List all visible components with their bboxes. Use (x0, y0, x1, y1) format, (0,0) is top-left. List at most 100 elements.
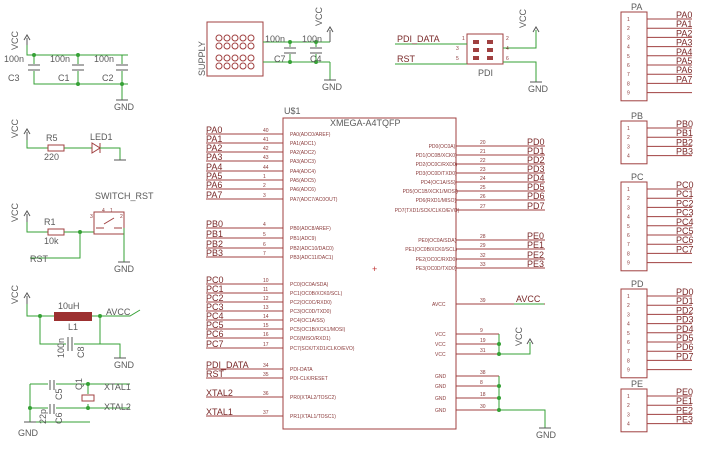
avcc-net-label: AVCC (106, 307, 131, 317)
pin-number: 3 (456, 46, 459, 52)
pin-function: PD0(OC0A) (429, 144, 456, 150)
net-label: XTAL2 (206, 388, 233, 398)
pin-function: PC5(OC1B/XCK1/MOSI) (290, 327, 346, 333)
pin-number: 28 (480, 234, 486, 240)
vcc-label: VCC (314, 6, 324, 26)
net-label: PA3 (206, 152, 222, 162)
crystal-ref: Q1 (74, 378, 84, 390)
cap-ref: C4 (310, 54, 322, 64)
pin-number: 6 (506, 56, 509, 62)
pin-number: 2 (120, 214, 123, 220)
net-label: PC1 (676, 189, 694, 199)
pin-number: 1 (462, 36, 465, 42)
pin-number: 31 (480, 348, 486, 354)
pin-function: PA5(ADC5) (290, 178, 316, 184)
led-ref: LED1 (90, 132, 113, 142)
pin-function: PD6(RXD1/MISO) (416, 198, 457, 204)
pin-function: PD5(OC1B/XCK1/MOSI) (403, 189, 459, 195)
pin-number: 1 (110, 208, 113, 214)
net-label: PE0 (527, 231, 544, 241)
net-label: PD2 (676, 305, 694, 315)
net-label: PA7 (676, 74, 692, 84)
rst-net-label: RST (30, 254, 49, 264)
net-label: PD4 (676, 324, 694, 334)
pin-number: 5 (627, 331, 630, 337)
net-label: PD3 (676, 315, 694, 325)
pin-number: 44 (263, 165, 269, 171)
pin-number: 4 (627, 322, 630, 328)
gnd-label: GND (114, 102, 135, 112)
net-label: PDI_DATA (206, 360, 249, 370)
pin-number: 29 (480, 243, 486, 249)
pin-number: 6 (263, 242, 266, 248)
origin-marker: + (372, 264, 377, 274)
inductor-ref: L1 (68, 322, 78, 332)
pin-function: PE0(OC0A/SDA) (418, 238, 456, 244)
inductor-value: 10uH (58, 301, 80, 311)
net-label: PB1 (676, 128, 693, 138)
pin-number: 9 (627, 91, 630, 97)
pin-number: 24 (480, 176, 486, 182)
net-label: PD1 (527, 146, 545, 156)
pin-number: 34 (263, 363, 269, 369)
net-label: PA0 (676, 10, 692, 20)
pin-number: 1 (263, 174, 266, 180)
pin-function: PA0(ADC0/AREF) (290, 132, 331, 138)
pin-function: PC1(OC0B/XCK0/SCL) (290, 291, 343, 297)
net-label: PC7 (206, 339, 224, 349)
net-label: PC7 (676, 244, 694, 254)
pin-number: 9 (627, 261, 630, 267)
net-label: PC5 (206, 320, 224, 330)
net-label: PA3 (676, 38, 692, 48)
net-label: PC0 (206, 275, 224, 285)
gnd-label: GND (528, 84, 549, 94)
pin-function: PD3(OC0D/TXD0) (416, 171, 457, 177)
pin-number: 2 (627, 135, 630, 141)
cap-value: 100n (56, 338, 66, 358)
net-label: PD5 (527, 182, 545, 192)
pin-number: 4 (627, 45, 630, 51)
pin-function: PDI-CLK/RESET (290, 376, 328, 382)
net-label: PE2 (527, 250, 544, 260)
pin-number: 40 (263, 128, 269, 134)
gnd-label: GND (114, 360, 135, 370)
pin-function: PA1(ADC1) (290, 141, 316, 147)
net-label: PA5 (206, 171, 222, 181)
pin-number: 4 (627, 215, 630, 221)
pin-number: 38 (480, 370, 486, 376)
pin-number: 3 (627, 144, 630, 150)
pin-number: 36 (263, 391, 269, 397)
header-name: PE (631, 379, 643, 389)
cap-value: 100n (94, 54, 114, 64)
pin-number: 3 (90, 214, 93, 220)
pin-number: 37 (263, 410, 269, 416)
switch-block: SWITCH_RST VCC 3 4 1 2 R1 10k RST GND (10, 191, 154, 274)
pin-number: 18 (480, 392, 486, 398)
gnd-label: GND (536, 430, 557, 440)
pin-function: PDI-DATA (290, 367, 313, 373)
pin-number: 7 (627, 242, 630, 248)
pin-number: 21 (480, 149, 486, 155)
crystal-block: Q1 22p C6 C5 XTAL1 XTAL2 GND (18, 378, 131, 438)
net-label: PD6 (676, 342, 694, 352)
pin-function: PA4(ADC4) (290, 169, 316, 175)
pin-number: 8 (627, 251, 630, 257)
pin-function: PD4(OC1A/SS) (421, 180, 456, 186)
net-label: PD7 (676, 351, 694, 361)
pin-function: PE2(OC0C/RXD0) (416, 257, 458, 263)
pin-function: PR0(XTAL2/TOSC2) (290, 395, 336, 401)
vcc-label: VCC (514, 326, 524, 346)
pin-function: PA3(ADC3) (290, 159, 316, 165)
net-label: PD3 (527, 164, 545, 174)
pin-number: 2 (627, 26, 630, 32)
pin-number: 3 (627, 205, 630, 211)
pin-function: PC4(OC1A/SS) (290, 318, 325, 324)
net-label: PD2 (527, 155, 545, 165)
net-label: PA6 (206, 180, 222, 190)
pin-function: PB0(ADC8/AREF) (290, 226, 331, 232)
pin-number: 2 (627, 403, 630, 409)
net-label: PA7 (206, 190, 222, 200)
pin-function: AVCC (432, 302, 446, 308)
